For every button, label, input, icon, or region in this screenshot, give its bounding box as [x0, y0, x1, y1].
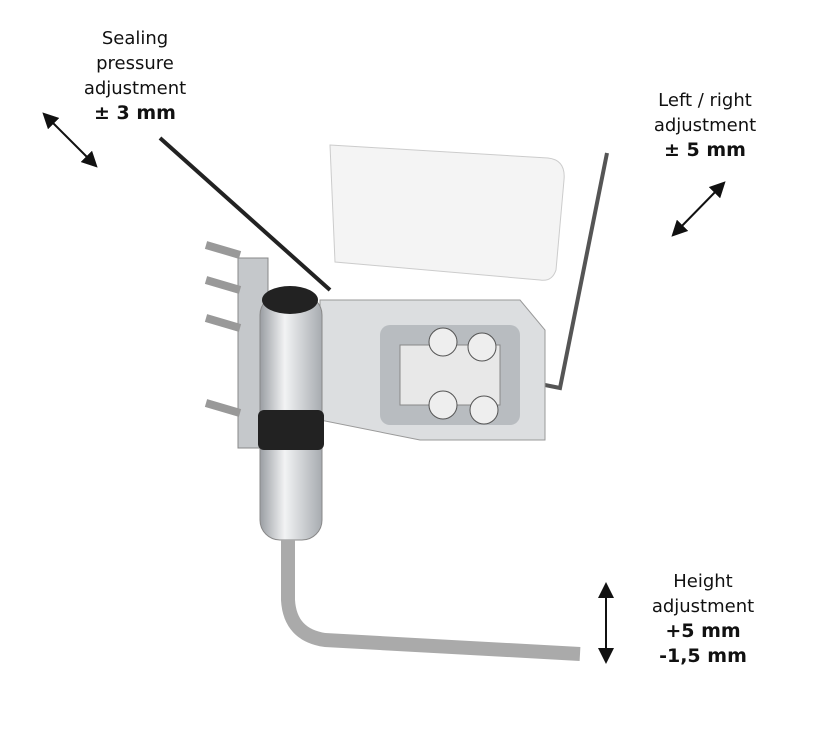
leftright-line1: Left / right: [658, 90, 752, 111]
height-line1: Height: [673, 571, 733, 592]
hinge-barrel: [258, 286, 324, 541]
cover-cap: [329, 144, 565, 281]
leftright-label: Left / right adjustment ± 5 mm: [630, 88, 780, 163]
height-line2: adjustment: [651, 596, 755, 617]
height-value-down: -1,5 mm: [659, 645, 747, 667]
height-label: Height adjustment +5 mm -1,5 mm: [628, 569, 778, 669]
height-value-up: +5 mm: [665, 620, 741, 642]
hex-key-height: [281, 540, 581, 661]
arrow-leftright-icon: [671, 181, 726, 237]
leftright-line2: adjustment: [653, 115, 757, 136]
sealing-line2: pressure: [96, 53, 174, 74]
sealing-value: ± 3 mm: [94, 102, 176, 124]
arrow-sealing-icon: [42, 112, 98, 168]
leftright-value: ± 5 mm: [664, 139, 746, 161]
hinge-bracket: [319, 299, 546, 441]
sealing-line3: adjustment: [83, 78, 187, 99]
hex-key-sealing: [158, 136, 332, 292]
sealing-label: Sealing pressure adjustment ± 3 mm: [60, 26, 210, 126]
sealing-line1: Sealing: [101, 28, 169, 49]
